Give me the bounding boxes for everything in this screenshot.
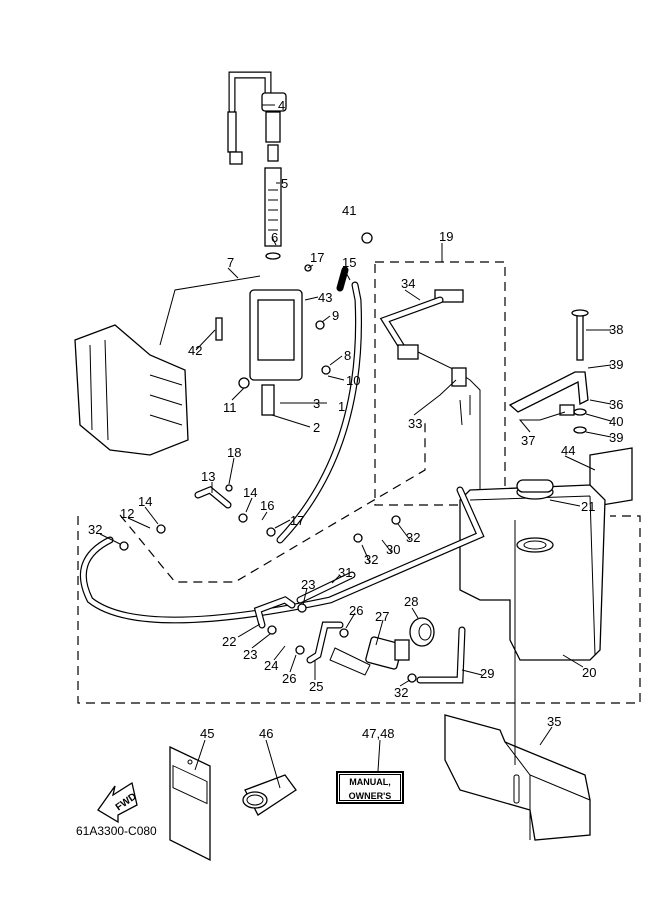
cover-46 — [242, 774, 297, 816]
callout-46: 46 — [259, 726, 273, 741]
callout-40: 40 — [609, 414, 623, 429]
callout-39: 39 — [609, 357, 623, 372]
oil-tank — [459, 479, 606, 661]
callout-32d: 32 — [394, 685, 408, 700]
callout-42: 42 — [188, 343, 202, 358]
leader-lines — [99, 104, 612, 789]
tank-bracket-36 — [508, 309, 589, 434]
callout-23: 23 — [301, 577, 315, 592]
callout-25: 25 — [309, 679, 323, 694]
manual-line-2: OWNER'S — [348, 791, 392, 801]
callout-43: 43 — [318, 290, 332, 305]
callout-34: 34 — [401, 276, 415, 291]
callout-20: 20 — [582, 665, 596, 680]
callout-41: 41 — [342, 203, 356, 218]
wiring-harness — [379, 289, 490, 513]
callout-21: 21 — [581, 499, 595, 514]
fuel-filter-assembly — [159, 71, 331, 416]
tag-45 — [169, 745, 211, 862]
callout-23b: 23 — [243, 647, 257, 662]
callout-14: 14 — [138, 494, 152, 509]
callout-29: 29 — [480, 666, 494, 681]
engine-cowling — [74, 324, 189, 456]
callout-47-48: 47,48 — [362, 726, 395, 741]
fuel-system-group-outline — [77, 515, 641, 704]
callout-12: 12 — [120, 506, 134, 521]
callout-16: 16 — [260, 498, 274, 513]
fuel-joint-28 — [409, 617, 435, 647]
callout-15: 15 — [342, 255, 356, 270]
callout-44: 44 — [561, 443, 575, 458]
callout-36: 36 — [609, 397, 623, 412]
fuel-pump-subgroup-outline — [119, 420, 426, 583]
callout-33: 33 — [408, 416, 422, 431]
callout-26: 26 — [349, 603, 363, 618]
callout-9: 9 — [332, 308, 339, 323]
fuel-pump-27 — [329, 636, 410, 676]
callout-5: 5 — [281, 176, 288, 191]
callout-2: 2 — [313, 420, 320, 435]
callout-1: 1 — [338, 399, 345, 414]
callout-6: 6 — [271, 230, 278, 245]
callout-labels: 4 5 41 6 7 17 15 19 34 43 9 38 42 8 10 3… — [88, 98, 623, 741]
owners-manual-box: MANUAL, OWNER'S — [336, 771, 404, 804]
callout-26b: 26 — [282, 671, 296, 686]
callout-17b: 17 — [290, 513, 304, 528]
callout-30: 30 — [386, 542, 400, 557]
callout-22: 22 — [222, 634, 236, 649]
callout-39b: 39 — [609, 430, 623, 445]
callout-45: 45 — [200, 726, 214, 741]
callout-7: 7 — [227, 255, 234, 270]
callout-17: 17 — [310, 250, 324, 265]
callout-18: 18 — [227, 445, 241, 460]
callout-13: 13 — [201, 469, 215, 484]
fwd-arrow: FWD — [97, 781, 139, 824]
callout-3: 3 — [313, 396, 320, 411]
diagram-code: 61A3300-C080 — [76, 824, 157, 838]
callout-32c: 32 — [364, 552, 378, 567]
callout-31: 31 — [338, 565, 352, 580]
callout-8: 8 — [344, 348, 351, 363]
callout-38: 38 — [609, 322, 623, 337]
manual-line-1: MANUAL, — [349, 777, 391, 787]
callout-28: 28 — [404, 594, 418, 609]
callout-24: 24 — [264, 658, 278, 673]
callout-4: 4 — [278, 98, 285, 113]
callout-10: 10 — [346, 373, 360, 388]
callout-27: 27 — [375, 609, 389, 624]
callout-32: 32 — [88, 522, 102, 537]
callout-37: 37 — [521, 433, 535, 448]
callout-19: 19 — [439, 229, 453, 244]
callout-14b: 14 — [243, 485, 257, 500]
callout-32b: 32 — [406, 530, 420, 545]
callout-11: 11 — [223, 400, 237, 415]
tank-base-bracket-35 — [444, 520, 591, 841]
callout-35: 35 — [547, 714, 561, 729]
